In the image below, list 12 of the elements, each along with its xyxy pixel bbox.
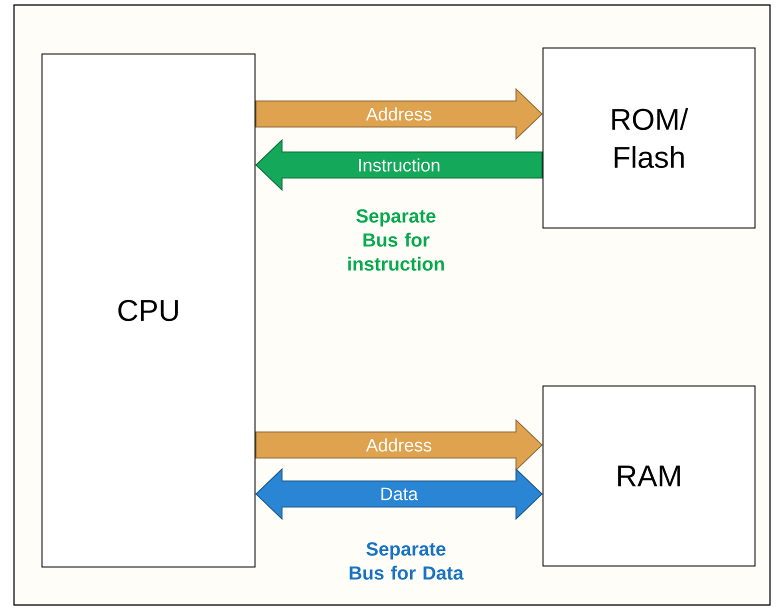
bus-arrow [255,138,542,192]
cpu-box: CPU [42,54,256,568]
memory-box: RAM [542,386,756,566]
edge-label: Address [366,438,432,452]
note-text: Separate Bus for Data [350,542,464,580]
bus-arrow [256,88,543,140]
edge-label: Instruction [359,158,440,172]
bus-arrow [256,418,543,472]
edge-label: Address [366,107,432,121]
memory-box: ROM/ Flash [542,48,756,228]
note-text: Separate Bus for instruction [348,209,444,271]
edge-label: Data [381,488,418,500]
